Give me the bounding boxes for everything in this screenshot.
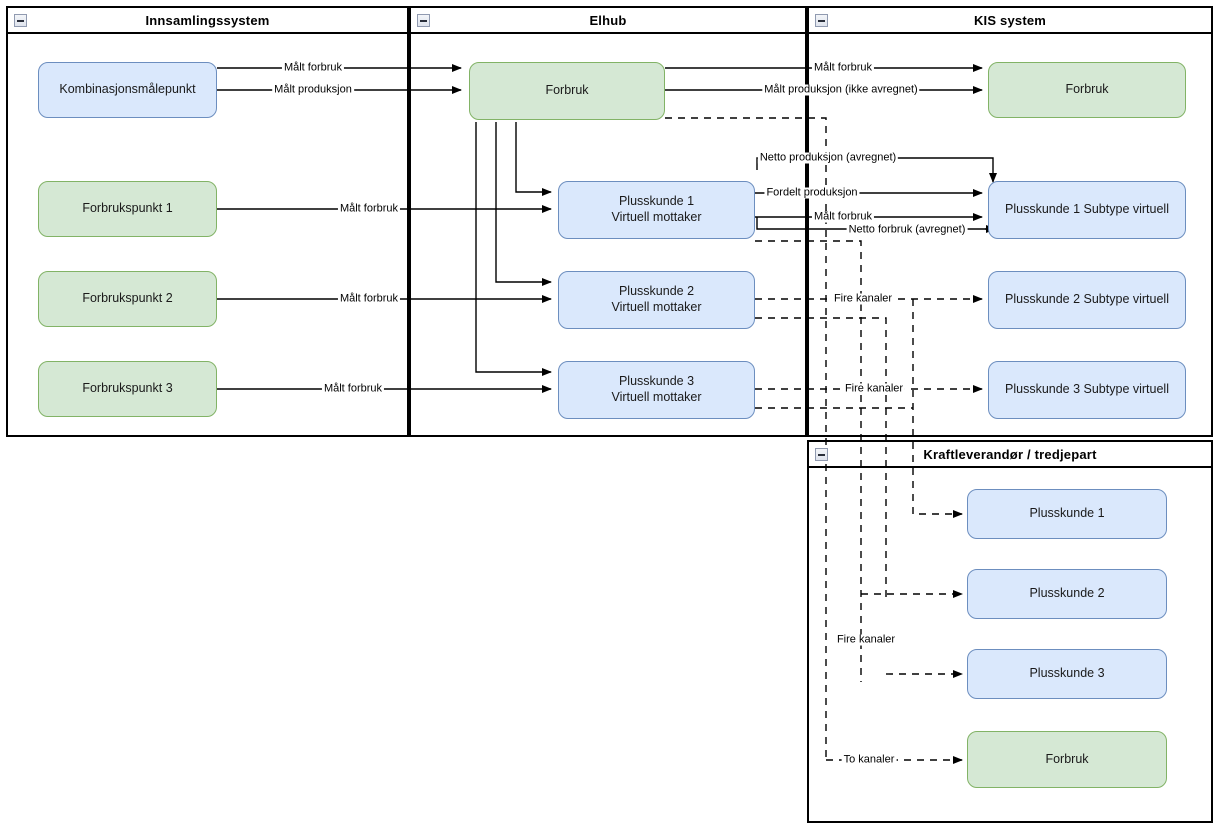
edge-label-malt-forbruk-fp1: Målt forbruk [337, 202, 401, 215]
edge-label-netto-forbruk-avregnet: Netto forbruk (avregnet) [846, 223, 968, 236]
edge-label-malt-produksjon-ikke-avregnet: Målt produksjon (ikke avregnet) [762, 83, 920, 96]
node-label: Plusskunde 3 Subtype virtuell [1005, 382, 1169, 397]
node-kl-plusskunde-3[interactable]: Plusskunde 3 [967, 649, 1167, 699]
edge-label-fire-kanaler-pk3: Fire kanaler [842, 382, 906, 395]
pool-kis-system: KIS system [807, 6, 1213, 437]
node-label: Plusskunde 1 Virtuell mottaker [611, 194, 702, 224]
pool-title-elhub: Elhub [589, 12, 627, 28]
edge-label-malt-forbruk-fp2: Målt forbruk [337, 292, 401, 305]
node-label: Plusskunde 2 Subtype virtuell [1005, 292, 1169, 307]
node-kl-forbruk[interactable]: Forbruk [967, 731, 1167, 788]
node-kis-plusskunde-2[interactable]: Plusskunde 2 Subtype virtuell [988, 271, 1186, 329]
node-label: Forbrukspunkt 2 [82, 291, 173, 306]
pool-title-kraftleverandor: Kraftleverandør / tredjepart [923, 446, 1097, 462]
edge-label-malt-forbruk-a: Målt forbruk [281, 61, 345, 74]
node-label: Forbrukspunkt 3 [82, 381, 173, 396]
pool-header-kis-system: KIS system [809, 8, 1211, 34]
node-label: Plusskunde 1 Subtype virtuell [1005, 202, 1169, 217]
edge-label-fordelt-produksjon: Fordelt produksjon [764, 186, 860, 199]
node-label: Forbruk [1065, 82, 1109, 97]
pool-elhub: Elhub [409, 6, 807, 437]
collapse-minus-icon[interactable] [14, 14, 27, 27]
pool-header-innsamlingssystem: Innsamlingssystem [8, 8, 407, 34]
pool-title-kis-system: KIS system [973, 12, 1047, 28]
node-elhub-plusskunde-2[interactable]: Plusskunde 2 Virtuell mottaker [558, 271, 755, 329]
node-label: Forbruk [1045, 751, 1089, 766]
edge-label-fire-kanaler-kl: Fire kanaler [834, 633, 898, 646]
node-label: Forbrukspunkt 1 [82, 201, 173, 216]
node-elhub-plusskunde-1[interactable]: Plusskunde 1 Virtuell mottaker [558, 181, 755, 239]
pool-header-kraftleverandor: Kraftleverandør / tredjepart [809, 442, 1211, 468]
edge-label-malt-forbruk-pk1: Målt forbruk [811, 210, 875, 223]
node-forbrukspunkt-1[interactable]: Forbrukspunkt 1 [38, 181, 217, 237]
edge-label-malt-forbruk-kis: Målt forbruk [811, 61, 875, 74]
node-label: Plusskunde 3 Virtuell mottaker [611, 374, 702, 404]
node-kis-forbruk[interactable]: Forbruk [988, 62, 1186, 118]
node-forbrukspunkt-2[interactable]: Forbrukspunkt 2 [38, 271, 217, 327]
node-kis-plusskunde-1[interactable]: Plusskunde 1 Subtype virtuell [988, 181, 1186, 239]
edge-label-to-kanaler: To kanaler [841, 753, 897, 766]
node-label: Plusskunde 3 [1029, 666, 1105, 681]
edge-label-netto-produksjon-avregnet: Netto produksjon (avregnet) [757, 151, 899, 164]
pool-header-elhub: Elhub [411, 8, 805, 34]
pool-innsamlingssystem: Innsamlingssystem [6, 6, 409, 437]
node-label: Forbruk [545, 83, 589, 98]
node-label: Plusskunde 2 [1029, 586, 1105, 601]
node-kl-plusskunde-1[interactable]: Plusskunde 1 [967, 489, 1167, 539]
edge-label-malt-forbruk-fp3: Målt forbruk [321, 382, 385, 395]
node-label: Kombinasjonsmålepunkt [59, 82, 196, 97]
collapse-minus-icon[interactable] [815, 448, 828, 461]
node-kis-plusskunde-3[interactable]: Plusskunde 3 Subtype virtuell [988, 361, 1186, 419]
node-kombinasjonsmalepunkt[interactable]: Kombinasjonsmålepunkt [38, 62, 217, 118]
edge-label-malt-produksjon: Målt produksjon [272, 83, 354, 96]
pool-title-innsamlingssystem: Innsamlingssystem [145, 12, 270, 28]
pool-kraftleverandor: Kraftleverandør / tredjepart [807, 440, 1213, 823]
node-kl-plusskunde-2[interactable]: Plusskunde 2 [967, 569, 1167, 619]
node-label: Plusskunde 1 [1029, 506, 1105, 521]
node-elhub-forbruk[interactable]: Forbruk [469, 62, 665, 120]
node-forbrukspunkt-3[interactable]: Forbrukspunkt 3 [38, 361, 217, 417]
edge-label-fire-kanaler-pk2: Fire kanaler [831, 292, 895, 305]
collapse-minus-icon[interactable] [417, 14, 430, 27]
node-label: Plusskunde 2 Virtuell mottaker [611, 284, 702, 314]
node-elhub-plusskunde-3[interactable]: Plusskunde 3 Virtuell mottaker [558, 361, 755, 419]
collapse-minus-icon[interactable] [815, 14, 828, 27]
